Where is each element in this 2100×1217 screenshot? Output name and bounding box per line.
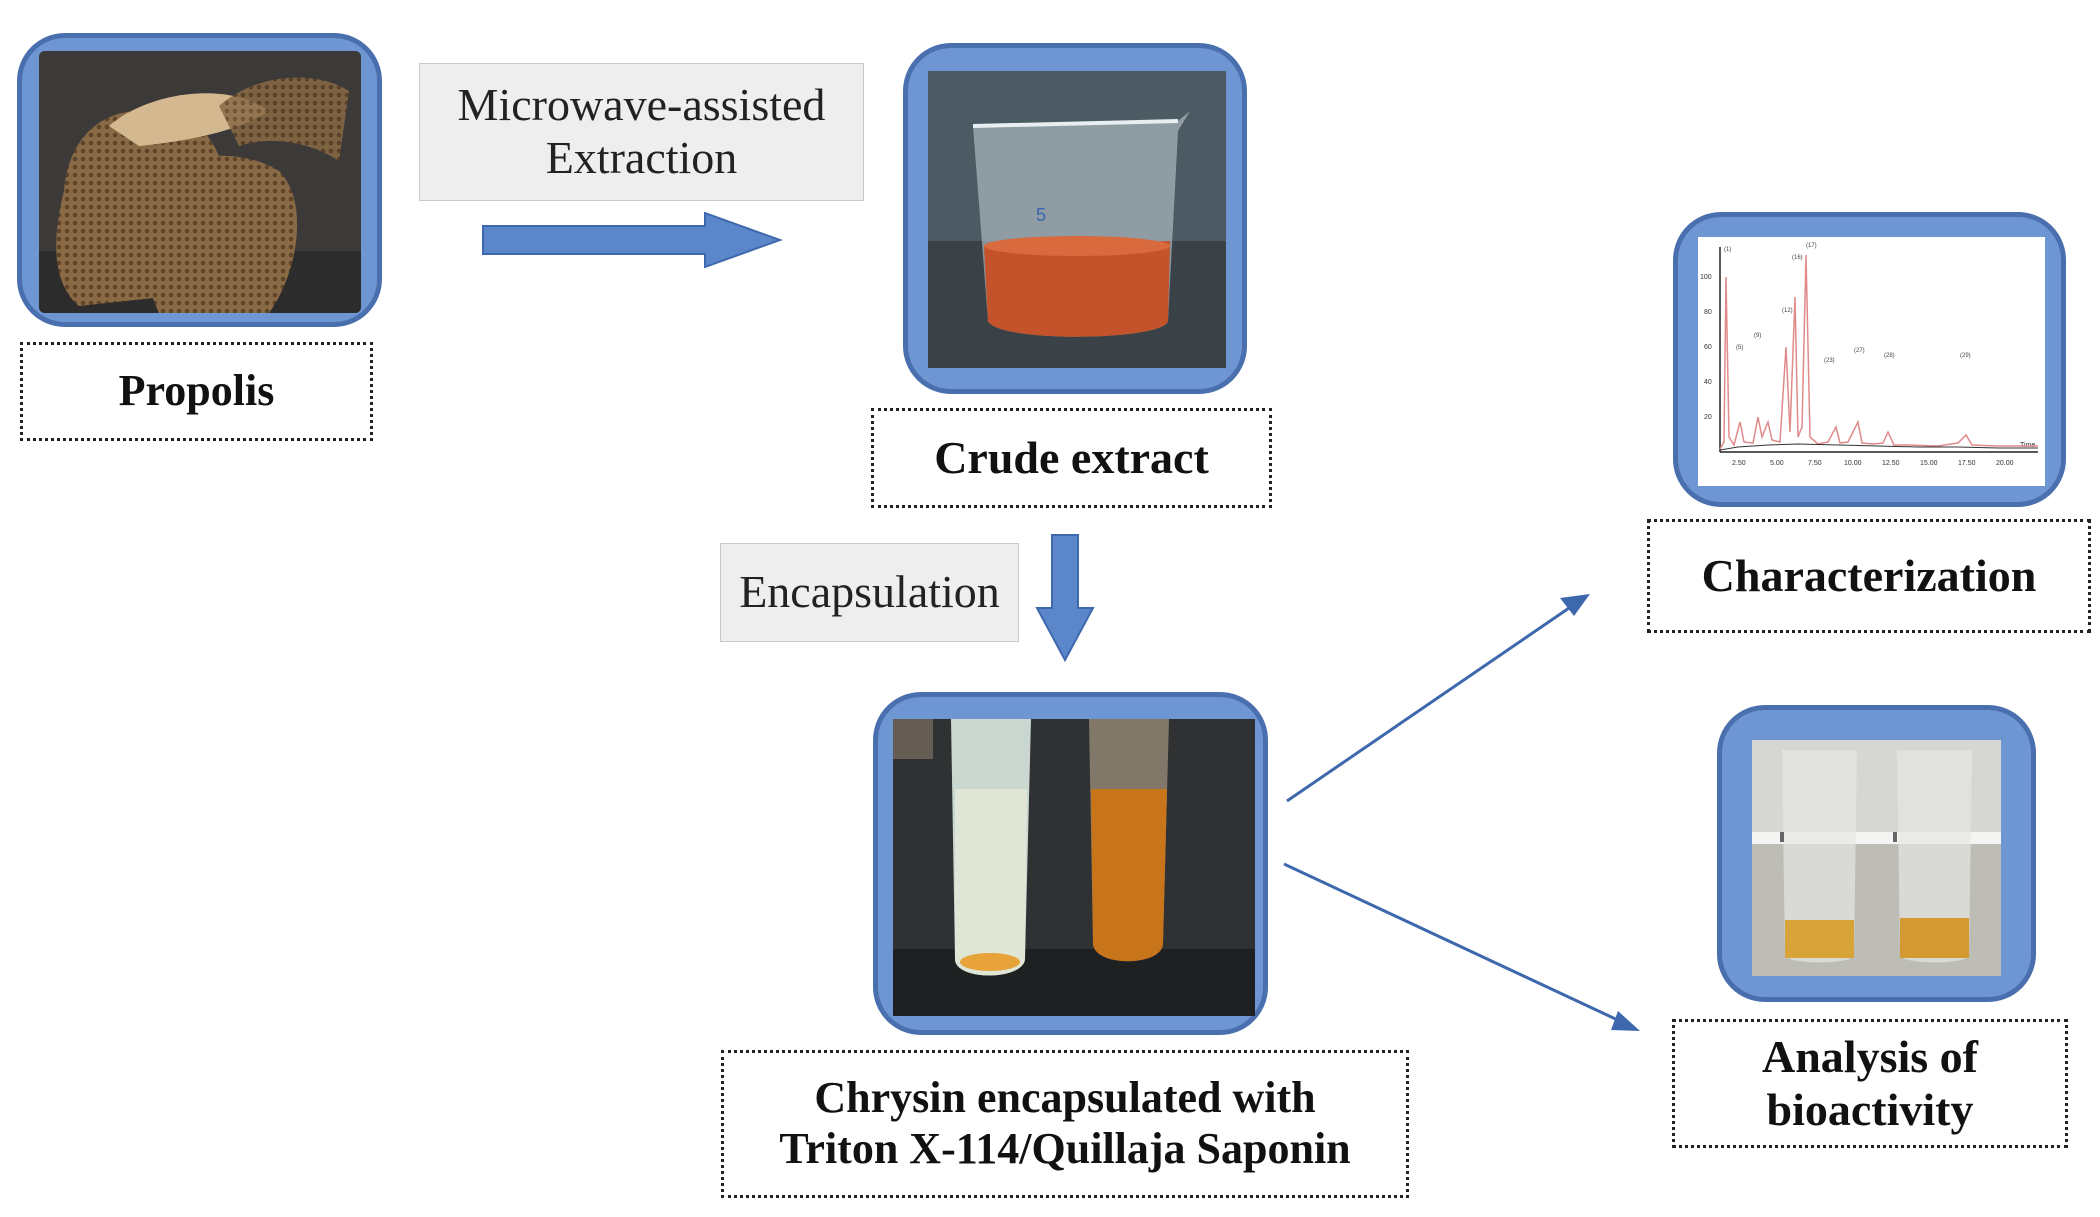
x-tick-17-50: 17.50: [1958, 460, 1976, 467]
propolis-label: Propolis: [118, 366, 275, 416]
characterization-image-frame: 100 80 60 40 20 2.50 5.00 7.50 10.00 12.…: [1673, 212, 2066, 507]
y-tick-80: 80: [1704, 309, 1712, 316]
encapsulation-step-box: Encapsulation: [720, 543, 1019, 642]
extraction-step-box: Microwave-assisted Extraction: [419, 63, 864, 201]
x-tick-20-00: 20.00: [1996, 460, 2014, 467]
propolis-image-frame: [17, 33, 382, 327]
chromatogram-trace-red: [1719, 254, 2038, 450]
bioactivity-label-line2: bioactivity: [1766, 1083, 1974, 1135]
bioactivity-label-line1: Analysis of: [1762, 1030, 1978, 1082]
peak-label-28: (28): [1884, 353, 1895, 359]
peak-label-23: (23): [1824, 358, 1835, 364]
x-tick-7-50: 7.50: [1808, 460, 1822, 467]
x-tick-5-00: 5.00: [1770, 460, 1784, 467]
encapsulated-photo: [893, 719, 1255, 1016]
to-bioactivity-arrow: [1283, 862, 1623, 1024]
peak-label-16: (16): [1792, 255, 1803, 261]
encapsulation-arrow: [1035, 534, 1095, 663]
propolis-label-box: Propolis: [20, 342, 373, 441]
extraction-step-line1: Microwave-assisted: [457, 79, 826, 131]
extraction-step-line2: Extraction: [545, 132, 738, 183]
extraction-arrow: [482, 211, 783, 269]
peak-label-5: (5): [1736, 345, 1743, 351]
bioactivity-label-box: Analysis of bioactivity: [1672, 1019, 2068, 1148]
peak-label-9: (9): [1754, 333, 1761, 339]
x-tick-15-00: 15.00: [1920, 460, 1938, 467]
encapsulated-label-line1: Chrysin encapsulated with: [814, 1073, 1316, 1123]
y-tick-40: 40: [1704, 379, 1712, 386]
y-tick-60: 60: [1704, 344, 1712, 351]
propolis-photo: [39, 51, 361, 313]
characterization-label: Characterization: [1701, 549, 2037, 601]
y-tick-100: 100: [1700, 274, 1712, 281]
to-characterization-arrowhead: [1560, 594, 1590, 616]
x-tick-12-50: 12.50: [1882, 460, 1900, 467]
encapsulated-image-frame: [873, 692, 1268, 1035]
peak-label-29: (29): [1960, 353, 1971, 359]
crude-extract-image-frame: 5: [903, 43, 1247, 394]
crude-extract-label-box: Crude extract: [871, 408, 1272, 508]
peak-label-1: (1): [1724, 247, 1731, 253]
encapsulated-label-line2: Triton X-114/Quillaja Saponin: [779, 1124, 1351, 1173]
encapsulation-step-label: Encapsulation: [739, 566, 1000, 618]
bioactivity-photo: [1752, 740, 2001, 976]
peak-label-17: (17): [1806, 243, 1817, 249]
crude-extract-photo: 5: [928, 71, 1226, 368]
chromatogram: 100 80 60 40 20 2.50 5.00 7.50 10.00 12.…: [1698, 237, 2045, 486]
peak-label-12: (12): [1782, 308, 1793, 314]
y-tick-20: 20: [1704, 414, 1712, 421]
x-tick-10-00: 10.00: [1844, 460, 1862, 467]
characterization-label-box: Characterization: [1647, 519, 2091, 633]
chromatogram-trace-black: [1719, 443, 2038, 451]
to-characterization-arrow: [1286, 604, 1573, 803]
to-bioactivity-arrowhead: [1611, 1011, 1640, 1031]
x-tick-2-50: 2.50: [1732, 460, 1746, 467]
encapsulated-label-box: Chrysin encapsulated with Triton X-114/Q…: [721, 1050, 1409, 1198]
svg-text:5: 5: [1036, 205, 1046, 225]
crude-extract-label: Crude extract: [934, 431, 1209, 483]
peak-label-27: (27): [1854, 348, 1865, 354]
bioactivity-image-frame: [1717, 705, 2036, 1002]
